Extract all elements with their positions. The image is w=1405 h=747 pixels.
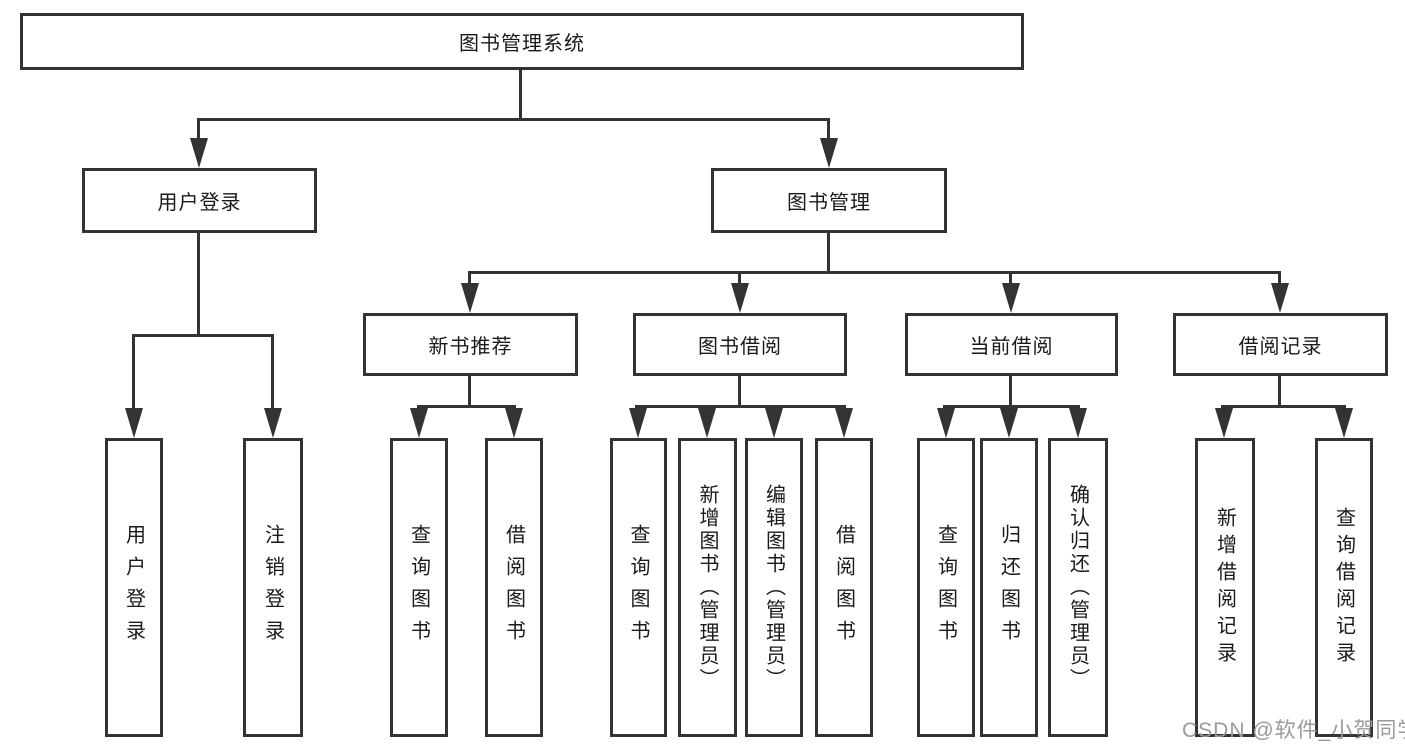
leaf-label: 归还图书 [997, 523, 1020, 652]
leaf-query-books-current: 查询图书 [917, 438, 975, 737]
connector-stem [738, 376, 741, 407]
leaf-label: 查询借阅记录 [1332, 506, 1355, 669]
node-label: 用户登录 [157, 192, 242, 214]
arrow-down-icon [505, 408, 523, 438]
arrow-down-icon [1335, 408, 1353, 438]
arrow-down-icon [820, 138, 838, 168]
connector-user-login-hline [132, 334, 274, 337]
arrow-down-icon [835, 408, 853, 438]
connector-user-login-stem [197, 233, 200, 336]
node-current-borrowing: 当前借阅 [905, 313, 1118, 376]
connector-stub [1278, 273, 1281, 285]
connector-stub [1009, 273, 1012, 285]
leaf-edit-book-admin: 编辑图书（管理员） [745, 438, 803, 737]
node-label: 图书管理系统 [459, 33, 585, 55]
leaf-label: 查询图书 [407, 523, 430, 652]
arrow-down-icon [1002, 283, 1020, 313]
node-user-login: 用户登录 [82, 168, 317, 233]
connector-stem [468, 376, 471, 407]
connector-hline [1221, 405, 1346, 408]
arrow-down-icon [1271, 283, 1289, 313]
arrow-down-icon [1069, 408, 1087, 438]
node-book-borrowing: 图书借阅 [633, 313, 847, 376]
arrow-down-icon [698, 408, 716, 438]
arrow-down-icon [264, 408, 282, 438]
node-borrowing-records: 借阅记录 [1173, 313, 1388, 376]
arrow-down-icon [937, 408, 955, 438]
connector-root-stem [519, 70, 522, 120]
connector-stub [827, 121, 830, 140]
arrow-down-icon [461, 283, 479, 313]
leaf-query-books-recommend: 查询图书 [390, 438, 448, 737]
arrow-down-icon [731, 283, 749, 313]
connector-stub [197, 121, 200, 140]
connector-stub [468, 273, 471, 285]
arrow-down-icon [410, 408, 428, 438]
leaf-add-borrow-record: 新增借阅记录 [1195, 438, 1255, 737]
leaf-borrow-books: 借阅图书 [815, 438, 873, 737]
leaf-label: 注销登录 [261, 523, 284, 652]
leaf-logout: 注销登录 [243, 438, 303, 737]
connector-root-hline [197, 118, 830, 121]
leaf-label: 确认归还（管理员） [1066, 484, 1089, 691]
arrow-down-icon [765, 408, 783, 438]
leaf-return-book: 归还图书 [980, 438, 1038, 737]
leaf-label: 查询图书 [934, 523, 957, 652]
node-label: 当前借阅 [969, 336, 1054, 358]
leaf-user-login: 用户登录 [105, 438, 163, 737]
leaf-query-books-borrowing: 查询图书 [610, 438, 667, 737]
leaf-label: 编辑图书（管理员） [762, 484, 785, 691]
leaf-borrow-books-recommend: 借阅图书 [485, 438, 543, 737]
leaf-confirm-return-admin: 确认归还（管理员） [1048, 438, 1108, 737]
connector-stem [1278, 376, 1281, 407]
node-label: 图书借阅 [698, 336, 782, 358]
connector-hline [943, 405, 1080, 408]
node-label: 新书推荐 [428, 336, 513, 358]
leaf-label: 借阅图书 [832, 523, 855, 652]
connector-book-mgmt-hline [468, 271, 1281, 274]
connector-stub [738, 273, 741, 285]
leaf-label: 查询图书 [627, 523, 649, 652]
node-label: 图书管理 [787, 192, 871, 214]
node-label: 借阅记录 [1238, 336, 1323, 358]
leaf-add-book-admin: 新增图书（管理员） [678, 438, 737, 737]
leaf-label: 新增借阅记录 [1213, 506, 1236, 669]
leaf-label: 新增图书（管理员） [696, 484, 718, 691]
connector-hline [635, 405, 846, 408]
node-new-book-recommendation: 新书推荐 [363, 313, 578, 376]
connector-stub [132, 336, 135, 410]
node-book-management: 图书管理 [711, 168, 947, 233]
arrow-down-icon [1215, 408, 1233, 438]
node-library-management-system: 图书管理系统 [20, 13, 1024, 70]
arrow-down-icon [125, 408, 143, 438]
arrow-down-icon [1000, 408, 1018, 438]
csdn-watermark: CSDN @软件_小贺同学 [1182, 719, 1405, 742]
connector-stem [1009, 376, 1012, 407]
arrow-down-icon [190, 138, 208, 168]
leaf-label: 借阅图书 [502, 523, 525, 652]
arrow-down-icon [629, 408, 647, 438]
leaf-label: 用户登录 [122, 523, 145, 652]
leaf-query-borrow-record: 查询借阅记录 [1315, 438, 1373, 737]
connector-hline [417, 405, 516, 408]
connector-book-mgmt-stem [827, 233, 830, 274]
connector-stub [271, 336, 274, 410]
